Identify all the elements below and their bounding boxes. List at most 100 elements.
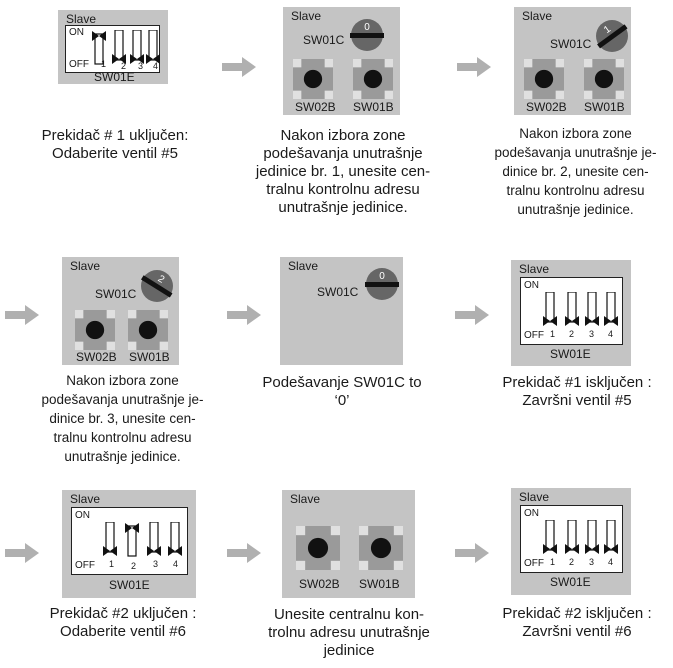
arrow-right-icon — [455, 305, 489, 325]
step-5-caption: Podešavanje SW01C to ‘0’ — [252, 374, 432, 410]
sw02b-button[interactable] — [524, 59, 564, 99]
dip-switch-box: ON OFF 1 2 3 4 — [71, 507, 188, 575]
dip-number-1: 1 — [550, 557, 556, 567]
panel-title: Slave — [70, 259, 101, 273]
rotary-panel: Slave SW01C 0 SW02B SW01B — [283, 7, 400, 115]
step-1: Slave ON OFF 1 2 3 4 SW01E — [58, 10, 168, 84]
caption-line: Podešavanje SW01C to — [262, 374, 422, 391]
dip-toggle-2[interactable] — [125, 522, 139, 558]
panel-title: Slave — [66, 12, 97, 26]
dip-number-4: 4 — [608, 557, 614, 567]
caption-line: podešavanja unutrašnje je- — [41, 392, 204, 407]
dip-switch-box: ON OFF 1 2 3 4 — [520, 505, 623, 573]
arrow-right-icon — [5, 305, 39, 325]
sw01b-button[interactable] — [584, 59, 624, 99]
caption-line: dinice br. 3, unesite cen- — [49, 411, 196, 426]
arrow-right-icon — [222, 57, 256, 77]
sw01c-label: SW01C — [303, 33, 345, 47]
caption-line: Odaberite ventil #6 — [60, 623, 186, 640]
sw01c-label: SW01C — [95, 287, 137, 301]
off-label: OFF — [69, 59, 89, 70]
caption-line: Nakon izbora zone — [280, 127, 406, 144]
dip-toggle-2[interactable] — [565, 520, 579, 556]
caption-line: trolnu adresu unutrašnje — [268, 624, 430, 641]
sw01e-label: SW01E — [550, 575, 591, 589]
sw01b-label: SW01B — [359, 577, 400, 591]
caption-line: tralnu kontrolnu adresu — [266, 181, 420, 198]
rotary-dial-icon[interactable]: 0 — [349, 17, 385, 53]
off-label: OFF — [75, 560, 95, 571]
caption-line: podešavanja unutrašnje — [263, 145, 423, 162]
sw02b-label: SW02B — [526, 100, 567, 114]
rotary-dial-icon[interactable]: 0 — [364, 266, 400, 302]
on-label: ON — [524, 508, 539, 519]
rotary-dial-icon[interactable]: 2 — [139, 268, 175, 304]
caption-line: unutrašnje jedinice. — [517, 202, 634, 217]
dip-number-1: 1 — [550, 329, 556, 339]
step-6-caption: Prekidač #1 isključen : Završni ventil #… — [482, 374, 672, 410]
step-4-caption: Nakon izbora zone podešavanja unutrašnje… — [30, 371, 215, 466]
caption-line: ‘0’ — [334, 392, 350, 409]
caption-line: podešavanja unutrašnje je- — [494, 145, 657, 160]
caption-line: tralnu kontrolnu adresu — [506, 183, 645, 198]
dip-number-4: 4 — [608, 329, 614, 339]
sw01b-button[interactable] — [353, 59, 393, 99]
on-label: ON — [75, 510, 90, 521]
arrow-right-icon — [455, 543, 489, 563]
on-label: ON — [524, 280, 539, 291]
caption-line: Prekidač #1 isključen : — [502, 374, 652, 391]
caption-line: unutrašnje jedinice. — [64, 449, 181, 464]
rotary-panel: Slave SW01C 2 SW02B SW01B — [62, 257, 179, 365]
on-label: ON — [69, 27, 84, 38]
caption-line: Završni ventil #5 — [522, 392, 632, 409]
sw02b-button[interactable] — [75, 310, 115, 350]
sw01c-label: SW01C — [550, 37, 592, 51]
sw02b-button[interactable] — [293, 59, 333, 99]
caption-line: Prekidač #2 isključen : — [502, 605, 652, 622]
sw01b-button[interactable] — [359, 526, 403, 570]
dial-digit: 0 — [379, 271, 385, 282]
rotary-dial-icon[interactable]: 1 — [594, 18, 630, 54]
dip-toggle-3[interactable] — [585, 292, 599, 328]
sw02b-button[interactable] — [296, 526, 340, 570]
sw02b-label: SW02B — [76, 350, 117, 364]
dial-digit: 1 — [602, 24, 613, 36]
panel-title: Slave — [288, 259, 319, 273]
step-9-caption: Prekidač #2 isključen : Završni ventil #… — [482, 605, 672, 641]
dip-toggle-3[interactable] — [585, 520, 599, 556]
dip-toggle-4[interactable] — [604, 520, 618, 556]
dip-number-2: 2 — [569, 557, 575, 567]
step-2-caption: Nakon izbora zone podešavanja unutrašnje… — [248, 127, 438, 217]
rotary-panel: Slave SW01C 1 SW02B SW01B — [514, 7, 631, 115]
dip-toggle-4[interactable] — [168, 522, 182, 558]
step-7-caption: Prekidač #2 uključen : Odaberite ventil … — [28, 605, 218, 641]
dip-toggle-4[interactable] — [604, 292, 618, 328]
step-8-caption: Unesite centralnu kon- trolnu adresu unu… — [252, 606, 446, 660]
caption-line: Unesite centralnu kon- — [273, 606, 425, 623]
dial-digit: 2 — [156, 274, 167, 287]
panel-title: Slave — [519, 490, 550, 504]
panel-title: Slave — [519, 262, 550, 276]
dip-toggle-3[interactable] — [147, 522, 161, 558]
dip-toggle-1[interactable] — [543, 292, 557, 328]
caption-line: tralnu kontrolnu adresu — [53, 430, 192, 445]
caption-line: Odaberite ventil #5 — [52, 145, 178, 162]
sw01c-label: SW01C — [317, 285, 359, 299]
sw01b-label: SW01B — [129, 350, 170, 364]
panel-title: Slave — [290, 492, 321, 506]
dial-digit: 0 — [364, 22, 370, 33]
panel-title: Slave — [291, 9, 322, 23]
dip-number-1: 1 — [109, 559, 115, 569]
dip-number-3: 3 — [153, 559, 159, 569]
step-3-caption: Nakon izbora zone podešavanja unutrašnje… — [483, 124, 668, 219]
sw01b-button[interactable] — [128, 310, 168, 350]
dip-number-2: 2 — [121, 61, 127, 71]
dip-panel: Slave ON OFF 1 2 3 4 SW01E — [62, 490, 196, 598]
sw01b-label: SW01B — [584, 100, 625, 114]
dip-toggle-1[interactable] — [103, 522, 117, 558]
dip-toggle-2[interactable] — [565, 292, 579, 328]
dip-panel: Slave ON OFF 1 2 3 4 SW01E — [511, 260, 631, 366]
dip-toggle-1[interactable] — [543, 520, 557, 556]
dip-number-4: 4 — [153, 61, 159, 71]
dip-switch-box: ON OFF 1 2 3 4 — [520, 277, 623, 345]
